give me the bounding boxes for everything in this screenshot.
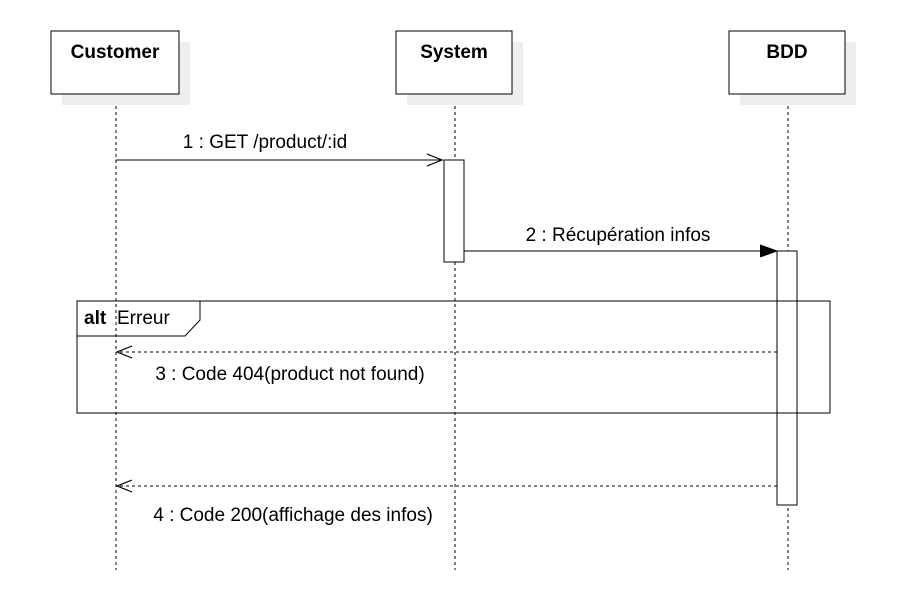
- message-3[interactable]: 3 : Code 404(product not found): [115, 345, 777, 385]
- participant-system[interactable]: System: [395, 30, 523, 105]
- message-label: 1 : GET /product/:id: [183, 132, 347, 153]
- message-label: 2 : Récupération infos: [526, 225, 711, 246]
- participant-box: [728, 30, 846, 95]
- fragment-operator-tab: [77, 301, 201, 337]
- fragment-operator: alt: [84, 308, 107, 329]
- fragment-guard: Erreur: [117, 308, 170, 329]
- participant-box: [50, 30, 180, 95]
- participant-bdd[interactable]: BDD: [728, 30, 856, 105]
- message-label: 3 : Code 404(product not found): [155, 364, 424, 385]
- message-2[interactable]: 2 : Récupération infos: [464, 225, 776, 251]
- activation-bar-system: [443, 159, 465, 263]
- alt-fragment[interactable]: alt Erreur: [76, 300, 831, 414]
- message-label: 4 : Code 200(affichage des infos): [153, 505, 433, 526]
- participant-customer[interactable]: Customer: [50, 30, 190, 105]
- fragment-frame: [76, 300, 831, 414]
- participant-label-customer: Customer: [71, 42, 160, 63]
- message-4[interactable]: 4 : Code 200(affichage des infos): [115, 479, 777, 526]
- participant-box: [395, 30, 513, 95]
- activation-bar-bdd: [776, 250, 798, 506]
- participant-label-system: System: [420, 42, 488, 63]
- participant-label-bdd: BDD: [766, 42, 807, 63]
- message-1[interactable]: 1 : GET /product/:id: [116, 132, 444, 167]
